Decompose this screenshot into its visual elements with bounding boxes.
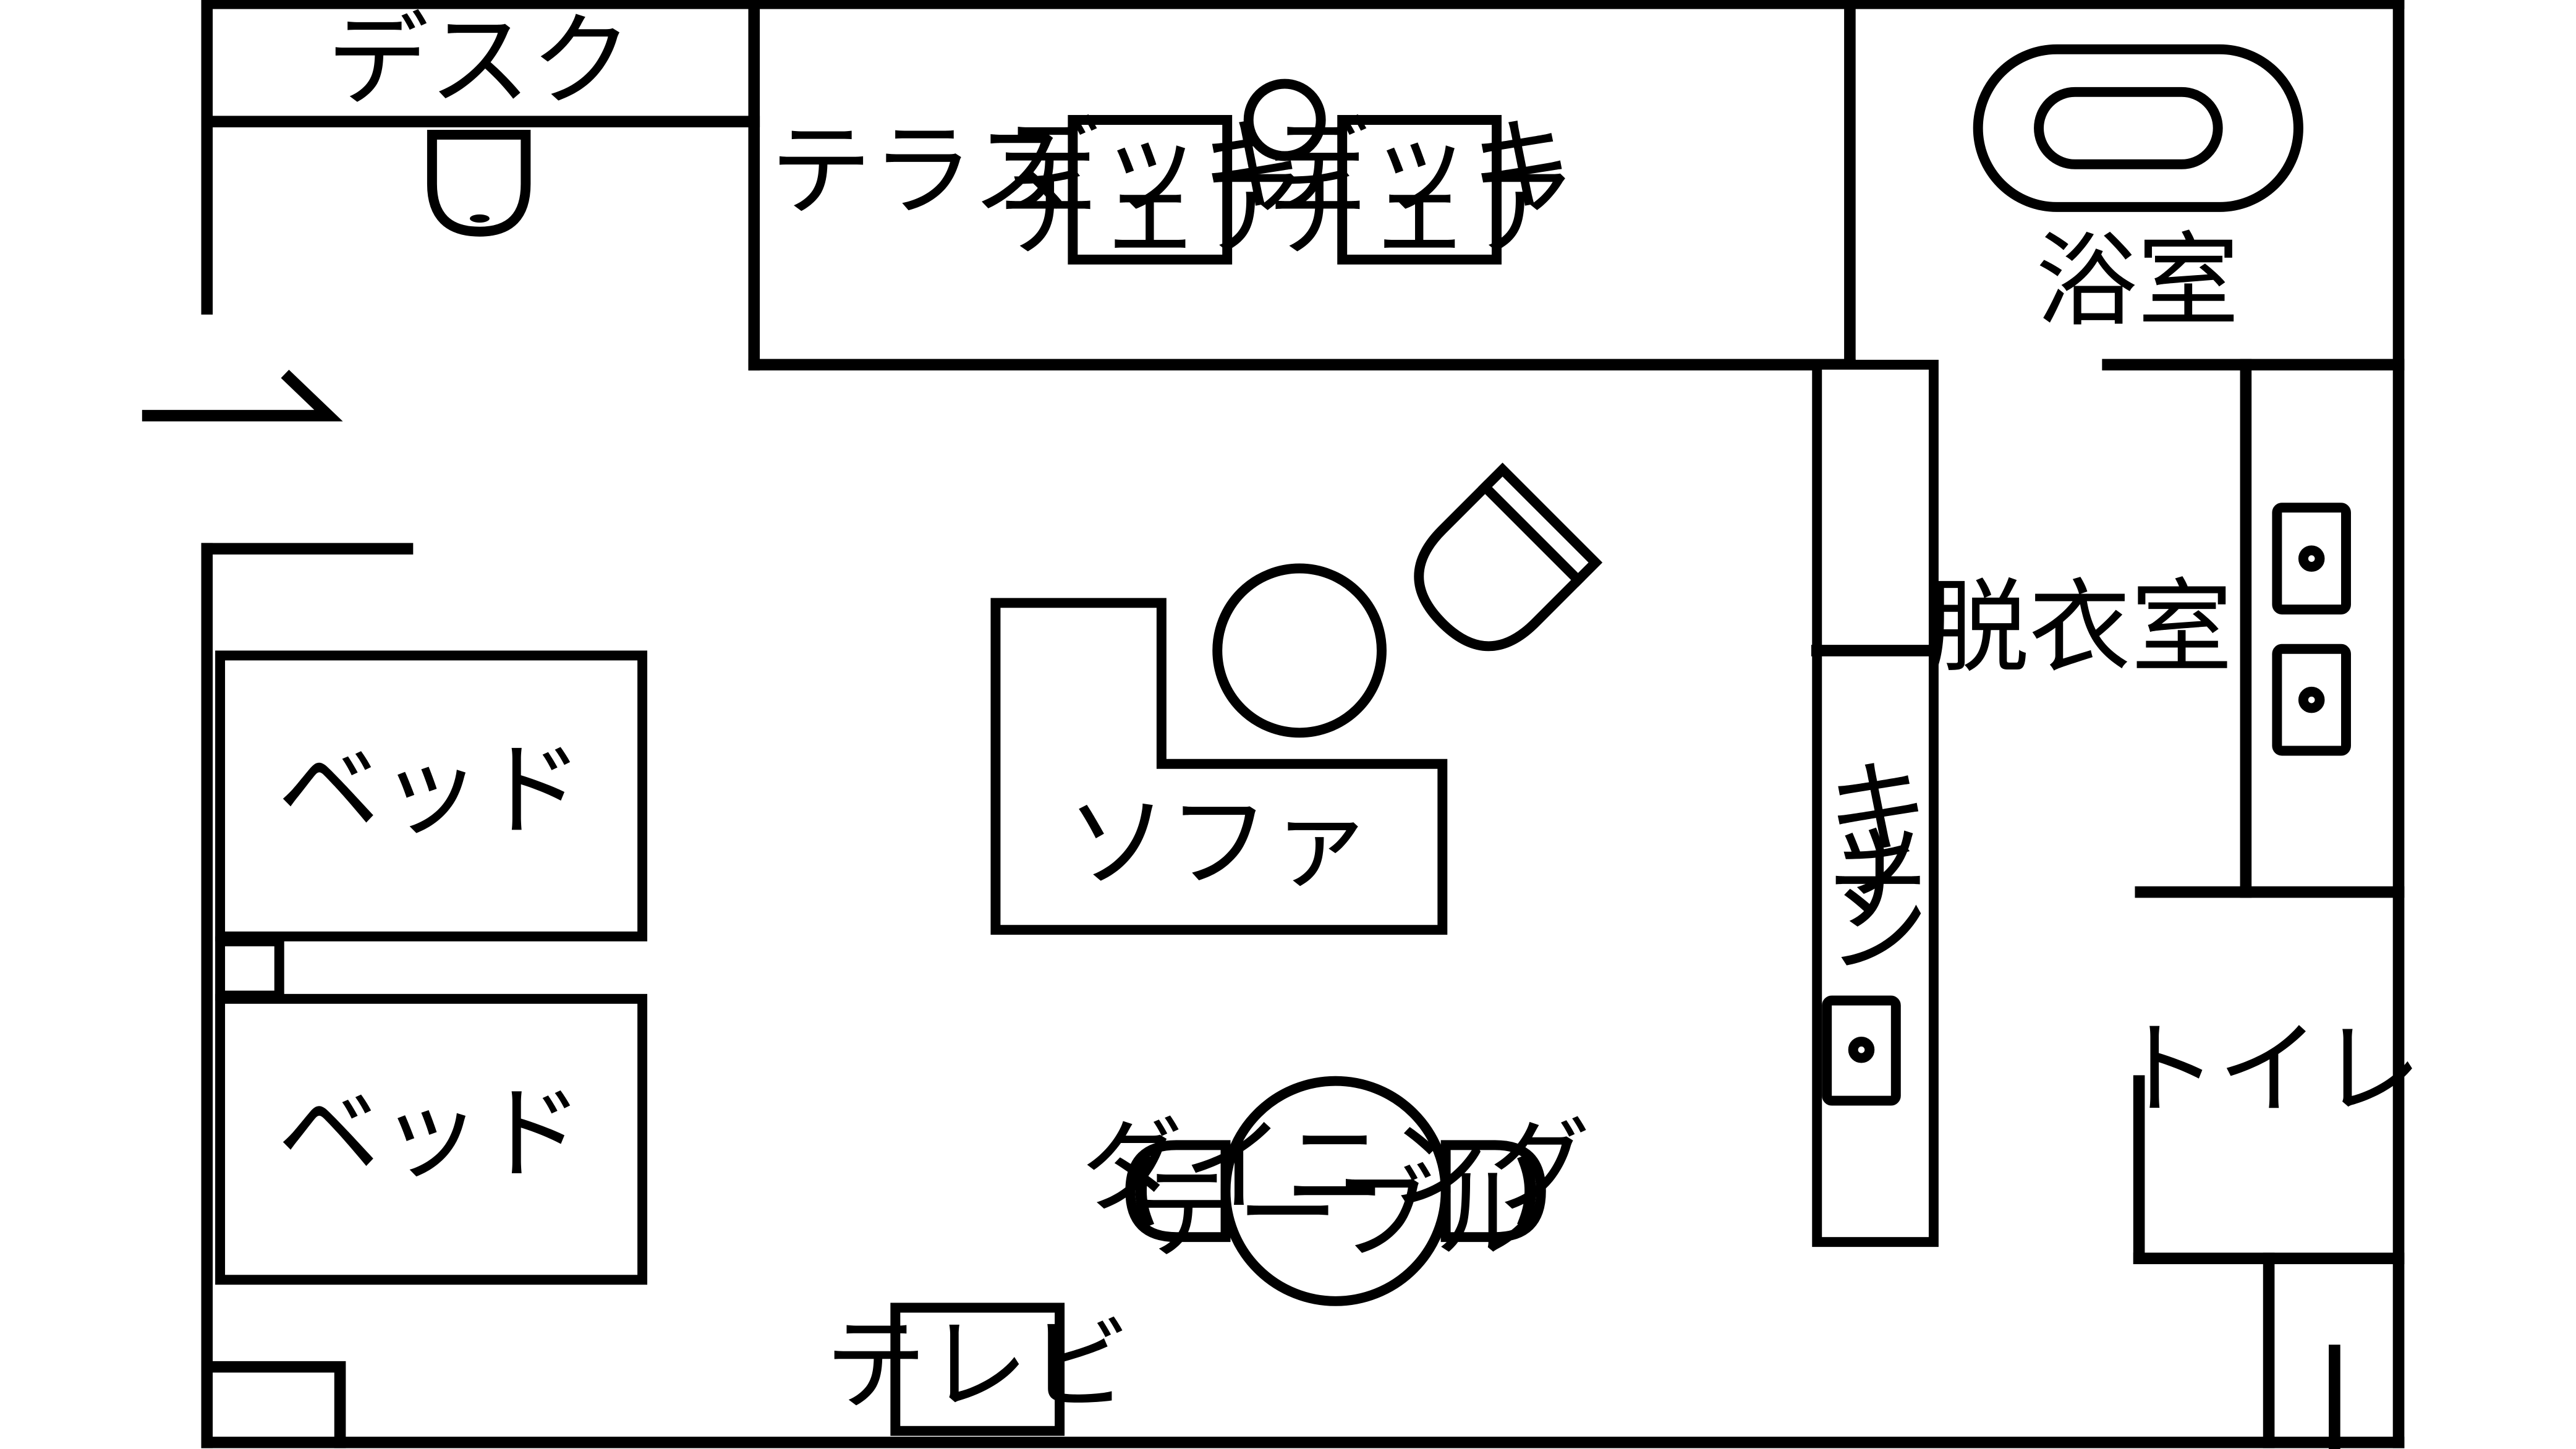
- dining-chair-left-back: [1135, 1154, 1154, 1228]
- kitchen-label-4: ン: [1827, 869, 1929, 988]
- deck-chair-2: [1337, 115, 1502, 265]
- coffee-table: [1212, 563, 1387, 738]
- bed-2-label: ベッド: [278, 1074, 583, 1193]
- dining-label-1: ダイニング: [1081, 1107, 1591, 1226]
- bathroom-area: 浴室: [1973, 44, 2405, 371]
- armchair-icon: [1414, 462, 1603, 652]
- corner-cabinet: [201, 1361, 346, 1448]
- sofa-label: ソファ: [1066, 783, 1372, 902]
- dining-chair-right-back: [1517, 1154, 1536, 1228]
- bed-1: [215, 650, 648, 941]
- dining-area: ダイニング テーブル: [1081, 1076, 1591, 1306]
- nightstand: [215, 936, 284, 1001]
- toilet-label: トイレ: [2116, 1010, 2421, 1129]
- deck-chair-1-label-2: チェア: [997, 153, 1303, 271]
- entrance-arrow-icon: [142, 370, 343, 422]
- dining-chair-left: [1125, 1140, 1231, 1243]
- bedroom-area: ベッド ベッド: [201, 650, 648, 1448]
- terrace-area: テラス デッキ チェア デッキ チェア: [748, 0, 1856, 371]
- dining-chair-right: [1440, 1140, 1546, 1243]
- toilet-drain-icon: [470, 214, 490, 223]
- terrace-table: [1243, 79, 1326, 161]
- tv-area: テレビ: [825, 1302, 1130, 1436]
- kitchen-area: キ ッ チ ン: [1811, 360, 1940, 1247]
- desk-toilet-icon: [427, 129, 531, 237]
- tv-stand: [890, 1302, 1065, 1436]
- toilet-area: トイレ: [2116, 1010, 2421, 1449]
- living-area: ソファ: [990, 462, 1603, 935]
- washbasin-2-drain-icon: [2298, 686, 2325, 713]
- bathtub-inner: [2034, 87, 2223, 169]
- tv-label: テレビ: [825, 1306, 1130, 1424]
- bed-2: [215, 993, 648, 1285]
- deck-chair-2-label: デッキ: [1267, 106, 1572, 225]
- bed-1-label: ベッド: [278, 731, 583, 849]
- deck-chair-2-label-2: チェア: [1267, 153, 1572, 271]
- sofa: [990, 598, 1448, 935]
- kitchen-label-2: ッ: [1827, 792, 1929, 911]
- kitchen-sink-drain-icon: [1848, 1036, 1875, 1063]
- washbasin-1-drain-icon: [2298, 545, 2325, 572]
- deck-chair-1: [1068, 115, 1233, 265]
- dining-table: [1220, 1076, 1451, 1306]
- kitchen-label-1: キ: [1827, 749, 1929, 868]
- dining-label-2: テーブル: [1135, 1155, 1536, 1273]
- bathroom-label: 浴室: [2036, 221, 2240, 340]
- kitchen-label-3: チ: [1827, 828, 1929, 946]
- desk-label: デスク: [327, 1, 632, 120]
- desk-area: デスク: [201, 1, 760, 237]
- outer-walls: [201, 0, 2405, 1448]
- dressing-room-label: 脱衣室: [1927, 568, 2232, 687]
- dressing-room-area: 脱衣室: [1927, 359, 2405, 898]
- terrace-label: テラス: [770, 111, 1073, 230]
